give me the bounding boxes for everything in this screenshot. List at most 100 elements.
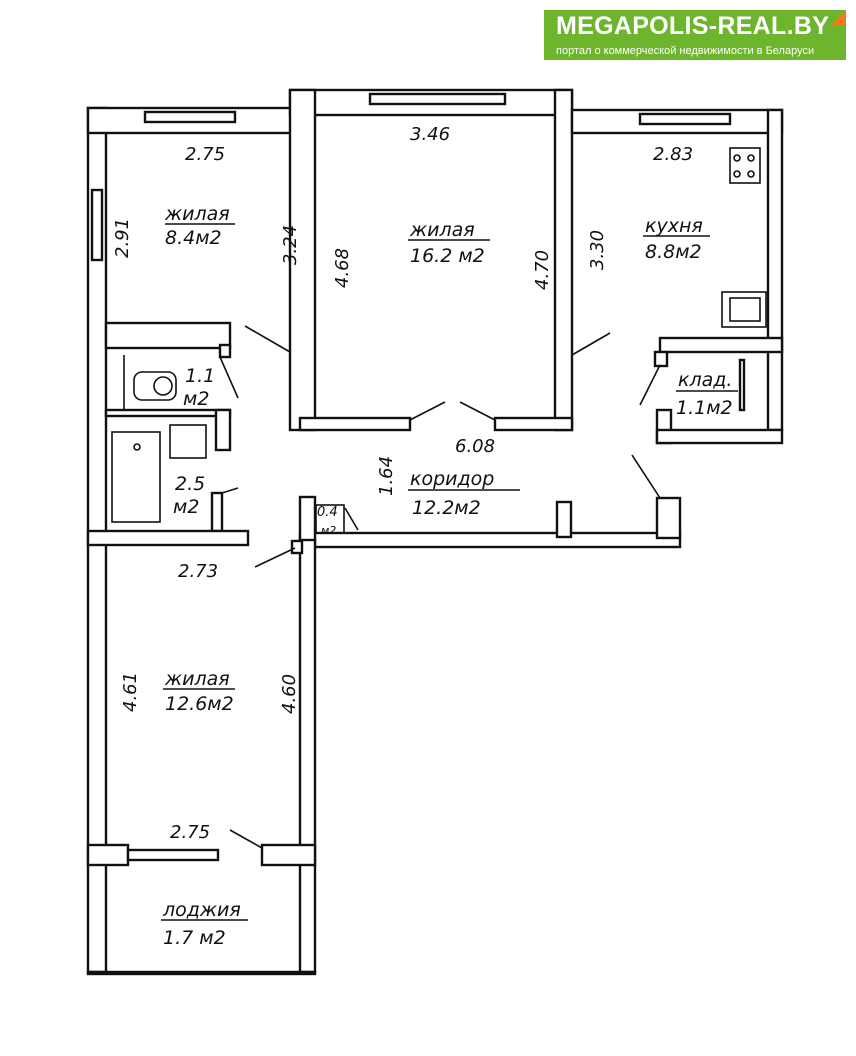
bathtub-icon [111,431,161,523]
room-name: коридор [410,468,494,490]
room-area: 0.4 [317,505,338,520]
dimension: 2.75 [185,144,225,165]
room-corridor: коридор 12.2м2 6.08 1.64 [376,436,520,519]
wall-segment [298,416,412,432]
wall-segment [104,408,232,418]
logo-subtitle: портал о коммерческой недвижимости в Бел… [556,45,815,57]
room-area: 2.5 [175,473,205,495]
wall-segment [133,443,141,451]
room-loggia: лоджия 1.7 м2 [161,899,248,949]
wall-segment [260,843,317,867]
room-toilet: 1.1 м2 [183,365,215,410]
room-unit: м2 [183,388,209,410]
room-storage: клад. 1.1м2 [676,369,738,419]
wall-segment [747,154,755,162]
line [219,356,239,399]
dimension: 3.30 [587,230,608,270]
room-bathroom: 2.5 м2 [173,473,205,518]
window [143,110,237,124]
room-area: 8.4м2 [165,227,222,249]
stove-icon [729,147,761,184]
room-name: кухня [645,215,703,237]
wall-segment [653,350,669,368]
room-bedroom1: жилая 8.4м2 2.75 2.91 3.24 [112,144,301,265]
wall-segment [655,496,682,540]
dimension: 1.64 [376,456,397,496]
dimension: 4.60 [279,674,300,714]
logo-title: MEGAPOLIS-REAL.BY [556,12,830,40]
line [409,401,446,421]
dimension: 2.91 [112,218,133,258]
wall-segment [86,843,130,867]
line [631,454,661,499]
line [639,364,661,406]
wall-segment [733,154,741,162]
line [459,401,496,421]
sink-icon [721,291,767,328]
wall-segment [655,428,784,445]
room-area: 12.2м2 [412,497,481,519]
wall-segment [298,531,682,549]
room-closet: 0.4 м2 [317,505,338,537]
room-unit: м2 [173,496,199,518]
wall-segment [104,321,232,350]
wall-segment [218,343,232,359]
wall-segment [86,970,317,976]
room-area: 16.2 м2 [410,245,485,267]
room-name: жилая [409,219,475,241]
dimension: 2.83 [653,144,693,165]
dimension: 3.46 [410,124,450,145]
room-living: жилая 16.2 м2 3.46 4.68 4.70 [332,124,553,290]
wall-segment [290,539,304,555]
room-area: 1.1м2 [676,397,733,419]
line [344,507,359,531]
room-kitchen: кухня 8.8м2 2.83 3.30 [587,144,710,270]
wall-segment [747,170,755,178]
room-unit: м2 [321,524,336,537]
line [254,547,296,568]
room-name: жилая [164,668,230,690]
wall-segment [729,297,761,322]
logo-banner[interactable]: MEGAPOLIS-REAL.BY портал о коммерческой … [544,10,846,60]
dimension: 4.70 [532,250,553,290]
line [221,487,239,494]
toilet-icon [133,371,177,401]
wall-segment [555,500,573,539]
window [126,848,220,862]
wall-segment [288,88,317,432]
room-area: 8.8м2 [645,241,702,263]
wall-segment [153,376,173,396]
room-area: 1.1 [185,365,215,387]
wall-segment [738,358,746,412]
dimension: 4.68 [332,248,353,288]
room-bedroom2: жилая 12.6м2 2.73 4.61 4.60 2.75 [120,561,300,843]
dimension: 4.61 [120,672,141,712]
wall-segment [766,108,784,432]
wall-segment [493,416,574,432]
window [638,112,732,126]
window [90,188,104,262]
window [368,92,507,106]
room-area: 12.6м2 [165,693,234,715]
room-name: жилая [164,203,230,225]
line [571,332,611,356]
dimension: 6.08 [455,436,495,457]
room-name: лоджия [162,899,241,921]
dimension: 3.24 [280,225,301,265]
dimension: 2.75 [170,822,210,843]
wall-segment [315,504,345,534]
room-name: клад. [678,369,732,391]
room-area: 1.7 м2 [163,927,226,949]
wall-segment [733,170,741,178]
wall-segment [214,408,232,452]
wall-segment [86,529,250,547]
walls [86,88,784,976]
wall-segment [553,88,574,432]
wall-segment [298,538,317,974]
dimension: 2.73 [178,561,218,582]
wall-segment [210,491,224,533]
washbasin-icon [169,424,207,459]
door-swings [219,325,661,849]
fixtures [111,147,767,523]
